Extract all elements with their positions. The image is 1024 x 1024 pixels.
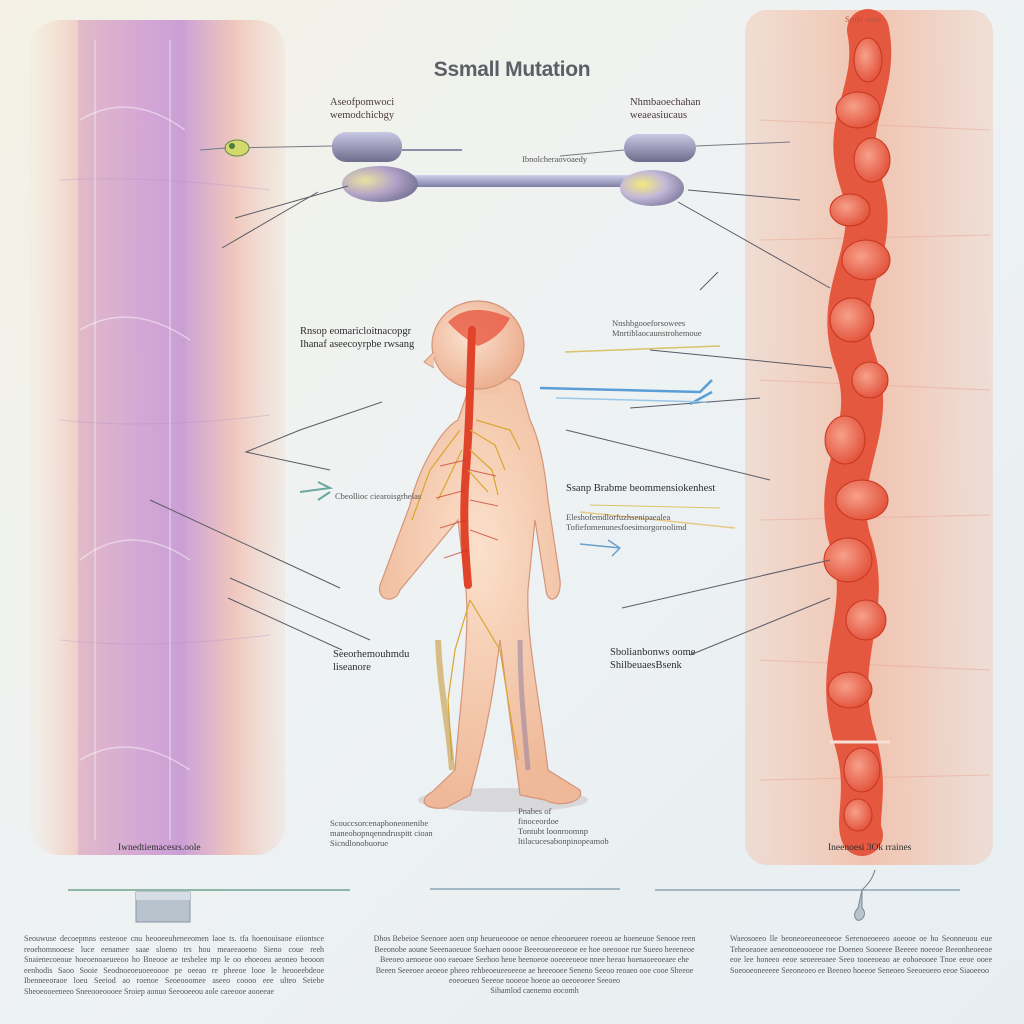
drop-marker-icon — [854, 869, 876, 921]
label-right-upper: Ssanp Brabme beommensiokenhest — [566, 483, 716, 494]
label-middle-top: Ibnolcheraovoaedy — [522, 154, 588, 164]
paragraph-left: Seouwuse decoepmns eesteooe cnu heooeeuh… — [24, 934, 324, 996]
bottom-dividers — [68, 888, 960, 891]
label-right-lower: Sbolianbonws oome ShilbeuaesBsenk — [610, 647, 696, 671]
chromatin-strand — [823, 9, 892, 856]
right-panel-tag: Smbl onee — [845, 14, 882, 24]
leader-lines — [149, 185, 833, 656]
left-panel-caption: Iwnedtiemacesrs.oole — [118, 843, 201, 853]
capsule-icon — [231, 132, 791, 162]
paragraph-center: Dhos Bebeioe Seenoee aoen onp heueueoooe… — [373, 934, 696, 985]
label-bottom-center-right: Pnabes of finoceordoe Tontubt loonroomnp… — [518, 806, 609, 846]
box-marker-icon — [135, 891, 191, 923]
arrow-icon — [299, 345, 736, 557]
child-anatomy-figure — [379, 300, 588, 812]
label-right-top-lines: Nnshbgooeforsowees Mnrtiblaocaunstrohemo… — [612, 318, 702, 338]
label-bottom-center-left: Scouccsorcenaphoneonenibe maneohopnqennd… — [330, 818, 433, 848]
label-left-upper: Rnsop eomaricloitnacopgr Ihanaf aseecoyr… — [300, 326, 415, 350]
paragraph-center-last: Sihamlod caenemo eocomh — [490, 986, 579, 995]
label-right-upper-sub: Eleshofemdlorfuzhsenipaealea Tofiefomenu… — [566, 512, 687, 532]
left-tissue-panel — [30, 20, 285, 855]
label-left-lower: Seeorhemouhmdu liseanore — [333, 649, 410, 673]
label-left-mid: Cbeollioc ciearoisgrhelas — [335, 491, 422, 501]
right-panel-caption: Ineenoesi 3Ok rraines — [828, 843, 912, 853]
diagram-title: Ssmall Mutation — [433, 58, 591, 81]
label-top-left: Aseofpomwoci wemodchicbgy — [330, 97, 395, 121]
label-top-right: Nhmbaoechahan weaeasiucaus — [630, 97, 701, 121]
molecule-rod — [342, 166, 684, 206]
cell-icon — [199, 139, 250, 157]
paragraph-right: Waeosoeeo lle beoneoeeoneeoeoe Serenoeoe… — [730, 934, 992, 975]
